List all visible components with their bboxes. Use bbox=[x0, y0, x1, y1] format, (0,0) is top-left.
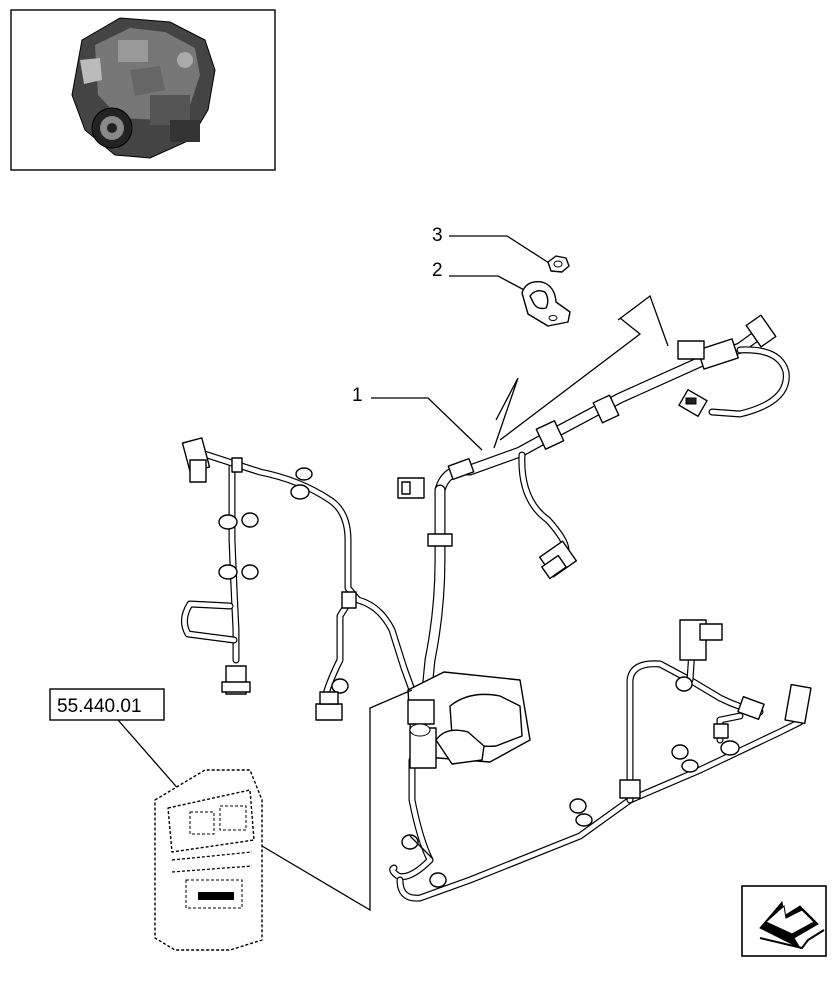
ecu-module[interactable] bbox=[154, 689, 413, 951]
callout-3[interactable]: 3 bbox=[432, 225, 550, 264]
back-arrow-icon bbox=[759, 900, 825, 950]
engine-thumbnail[interactable] bbox=[10, 9, 276, 171]
callout-2[interactable]: 2 bbox=[432, 260, 529, 293]
reference-code: 55.440.01 bbox=[57, 696, 142, 717]
wiring-harness-left-branch[interactable] bbox=[181, 437, 416, 721]
clamp-bracket-part[interactable] bbox=[521, 281, 571, 327]
callout-1-number: 1 bbox=[352, 385, 363, 406]
wiring-harness-lower[interactable] bbox=[389, 619, 812, 902]
back-arrow-button[interactable] bbox=[741, 885, 827, 957]
nut-part[interactable] bbox=[547, 255, 570, 273]
wiring-harness-main[interactable] bbox=[397, 294, 790, 706]
engine-image bbox=[71, 17, 216, 159]
callout-2-number: 2 bbox=[432, 260, 443, 281]
junction-block[interactable] bbox=[407, 671, 531, 769]
callout-1[interactable]: 1 bbox=[352, 385, 483, 451]
reference-label[interactable]: 55.440.01 bbox=[49, 688, 189, 801]
callout-3-number: 3 bbox=[432, 225, 443, 246]
